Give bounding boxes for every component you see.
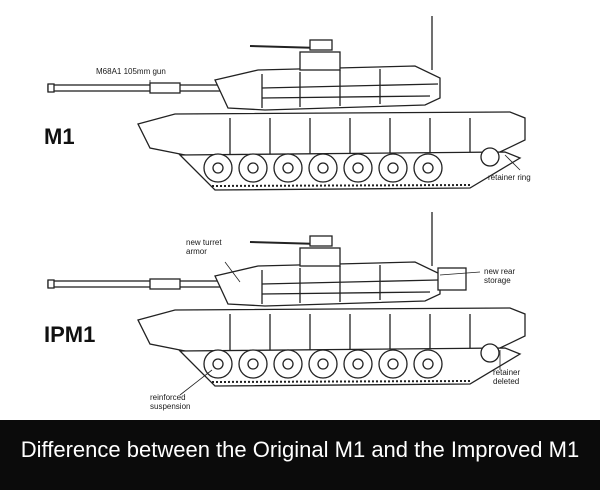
retainer-deleted-label: retainer deleted [493, 368, 521, 386]
reinforced-suspension-label: reinforced suspension [150, 393, 191, 411]
ipm1-tank-drawing [47, 211, 526, 387]
gun-label: M68A1 105mm gun [96, 67, 166, 76]
turret-armor-label: new turret armor [186, 238, 222, 256]
caption-bar: Difference between the Original M1 and t… [0, 420, 600, 490]
m1-tank-drawing [47, 15, 526, 191]
rear-storage-bustle [437, 267, 467, 291]
ipm1-title: IPM1 [44, 322, 96, 347]
diagram-stage: M1 IPM1 M68A1 105mm gun retainer ring ne… [44, 15, 531, 411]
tank-drawings [47, 15, 526, 396]
caption-text: Difference between the Original M1 and t… [20, 437, 580, 462]
rear-storage-label: new rear storage [484, 267, 516, 285]
m1-title: M1 [44, 124, 75, 149]
retainer-ring-label: retainer ring [488, 173, 531, 182]
